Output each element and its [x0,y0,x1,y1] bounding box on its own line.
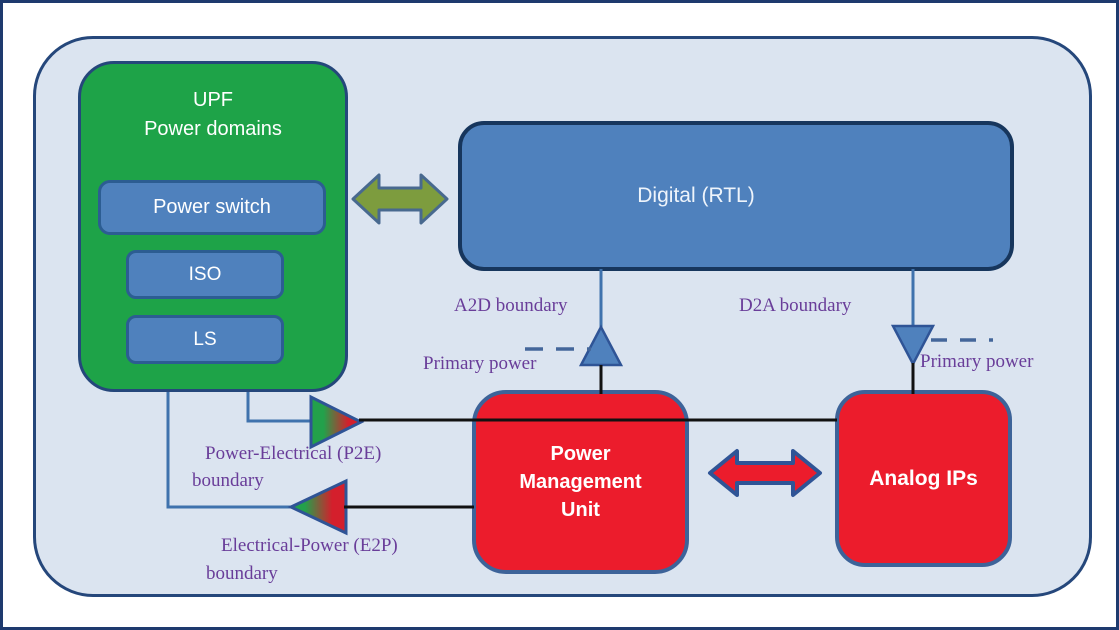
upf-title: UPF Power domains [81,86,345,144]
digital-rtl-label: Digital (RTL) [637,184,755,207]
primary-power-left-label: Primary power [423,353,537,374]
primary-power-right-label: Primary power [920,351,1034,372]
a2d-boundary-label: A2D boundary [454,295,568,316]
e2p-boundary-label-line1: Electrical-Power (E2P) [221,535,398,556]
bidirectional-arrow-green-icon [351,173,449,225]
iso-box: ISO [126,250,284,299]
power-switch-label: Power switch [153,196,271,218]
analog-ips-box: Analog IPs [835,390,1012,567]
ls-box: LS [126,315,284,364]
e2p-boundary-label-line2: boundary [206,563,278,584]
upf-title-line1: UPF [193,89,233,111]
p2e-boundary-label-line1: Power-Electrical (P2E) [205,443,382,464]
iso-label: ISO [188,263,222,285]
pmu-label-line2: Management [519,471,642,493]
ls-label: LS [193,328,217,350]
upf-title-line2: Power domains [144,118,282,140]
p2e-boundary-label-line2: boundary [192,470,264,491]
bidirectional-arrow-red-icon [708,449,822,497]
pmu-label-line1: Power [550,443,611,465]
analog-ips-label: Analog IPs [869,466,978,490]
pmu-label-line3: Unit [561,499,600,521]
d2a-boundary-label: D2A boundary [739,295,852,316]
power-management-unit-box: Power Management Unit [472,390,689,574]
digital-rtl-box: Digital (RTL) [458,121,1014,271]
power-switch-box: Power switch [98,180,326,235]
